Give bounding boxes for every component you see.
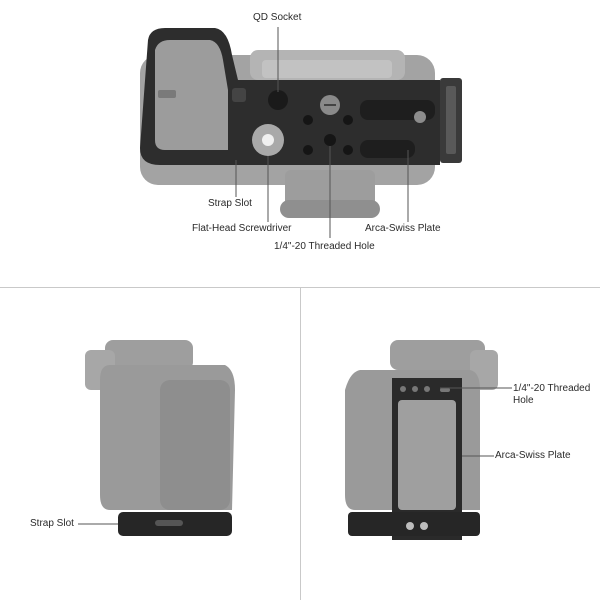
label-strap-slot-top: Strap Slot bbox=[208, 198, 252, 209]
label-strap-slot-left: Strap Slot bbox=[30, 518, 74, 529]
top-leader-lines bbox=[235, 27, 409, 238]
horizontal-divider bbox=[0, 287, 600, 288]
label-threaded-hole-right: 1/4"-20 Threaded Hole bbox=[513, 383, 591, 406]
vertical-divider bbox=[300, 288, 301, 600]
label-arca-swiss-right: Arca-Swiss Plate bbox=[495, 450, 571, 461]
label-arca-swiss-top: Arca-Swiss Plate bbox=[365, 223, 441, 234]
arca-slot-bottom bbox=[360, 140, 415, 158]
right-cage-base bbox=[348, 512, 480, 536]
label-threaded-hole-top: 1/4"-20 Threaded Hole bbox=[274, 241, 375, 252]
threaded-hole-icon bbox=[303, 115, 313, 125]
right-leader-lines bbox=[440, 387, 512, 457]
cage-base-plate bbox=[140, 28, 440, 165]
camera-body-left bbox=[85, 340, 235, 510]
label-qd-socket: QD Socket bbox=[253, 12, 302, 23]
qd-socket-icon bbox=[268, 90, 288, 110]
label-flat-head-screwdriver: Flat-Head Screwdriver bbox=[192, 223, 292, 234]
